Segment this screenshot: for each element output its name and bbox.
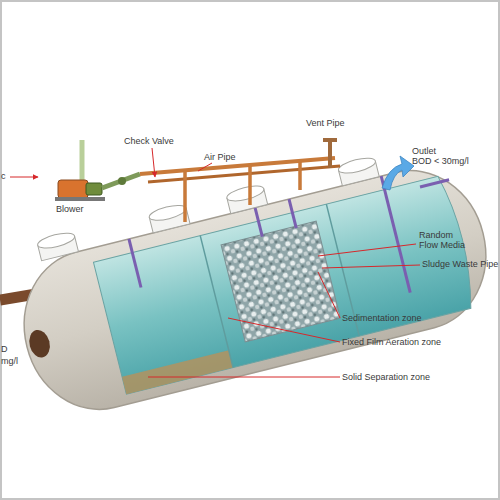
callout-label: Check Valve xyxy=(124,136,174,146)
blower-base xyxy=(55,197,105,201)
air-pipe xyxy=(148,166,340,182)
callout-label: Solid Separation zone xyxy=(342,372,430,382)
leader-line xyxy=(318,272,340,318)
check-valve xyxy=(102,174,140,188)
sludge-waste-pipe xyxy=(381,176,410,292)
blower-intake xyxy=(80,140,85,180)
tank xyxy=(2,134,500,424)
manhole-cap xyxy=(148,202,188,223)
callout-label: Fixed Film Aeration zone xyxy=(342,337,441,347)
tank-shell xyxy=(8,156,500,425)
callout-label: Blower xyxy=(56,204,84,214)
inner-pipe xyxy=(129,239,141,288)
blower-motor xyxy=(86,183,102,195)
manhole-cap xyxy=(36,230,76,251)
callout-label: Outlet xyxy=(412,146,436,156)
leader-line xyxy=(228,318,340,342)
callout-label: Air Pipe xyxy=(204,152,236,162)
random-flow-media xyxy=(221,221,340,342)
air-pipe xyxy=(140,158,335,174)
outlet-arrow xyxy=(382,156,414,190)
check-valve-body xyxy=(118,177,126,185)
leader-line xyxy=(10,177,38,178)
callout-label: BOD < 30mg/l xyxy=(412,156,469,166)
manhole-cap xyxy=(337,155,377,176)
callout-label: Vent Pipe xyxy=(306,118,345,128)
blower xyxy=(58,180,88,198)
manhole-cap xyxy=(225,183,265,204)
inlet-opening xyxy=(27,328,53,360)
leader-line xyxy=(322,265,420,268)
callout-label: c xyxy=(1,171,6,181)
callout-label: mg/l xyxy=(1,356,18,366)
callout-label: Sedimentation zone xyxy=(342,313,422,323)
leader-line xyxy=(198,163,212,171)
manholes xyxy=(36,155,379,261)
callout-label: Sludge Waste Pipe xyxy=(422,259,498,269)
callout-label: D xyxy=(1,344,8,354)
vent-cap xyxy=(323,138,337,142)
leader-line xyxy=(148,377,340,378)
settled-sludge xyxy=(122,350,233,394)
leader-line xyxy=(318,244,416,256)
air-drop-pipe xyxy=(185,162,300,222)
callout-label: Random Flow Media xyxy=(419,230,469,250)
outlet-pipe xyxy=(420,180,449,187)
leader-line xyxy=(152,148,155,177)
tank-cutaway xyxy=(93,174,479,394)
vent-pipe xyxy=(328,140,332,168)
